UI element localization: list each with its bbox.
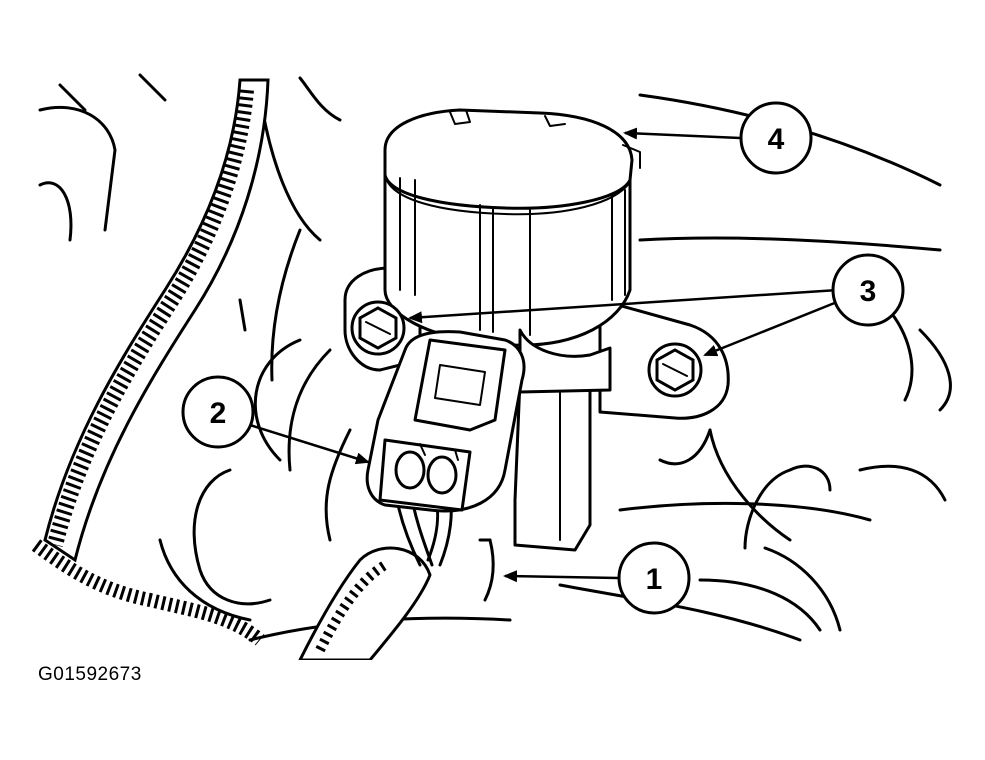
leader-3a bbox=[408, 288, 839, 324]
corrugated-harness bbox=[31, 78, 270, 646]
mounting-bolt-right bbox=[647, 342, 703, 398]
callout-1-label: 1 bbox=[646, 563, 663, 596]
electrical-connector bbox=[365, 330, 526, 513]
callout-2-label: 2 bbox=[210, 397, 227, 430]
callout-4: 4 bbox=[739, 101, 813, 175]
mounting-bolt-left bbox=[350, 300, 406, 356]
callout-3-label: 3 bbox=[860, 275, 877, 308]
leader-4 bbox=[623, 127, 741, 140]
diagram-svg: 4 3 2 1 bbox=[31, 73, 952, 660]
callout-leaders bbox=[249, 127, 843, 583]
callout-3: 3 bbox=[831, 253, 905, 327]
wire-harness-lower bbox=[298, 484, 495, 660]
sensor-diagram: 4 3 2 1 bbox=[31, 73, 952, 660]
callout-2: 2 bbox=[181, 375, 255, 449]
callout-1: 1 bbox=[617, 541, 691, 615]
leader-1 bbox=[503, 570, 619, 583]
figure-code: G01592673 bbox=[38, 664, 142, 685]
leader-3b bbox=[703, 298, 843, 357]
callout-4-label: 4 bbox=[768, 123, 785, 156]
leader-2 bbox=[249, 423, 370, 465]
